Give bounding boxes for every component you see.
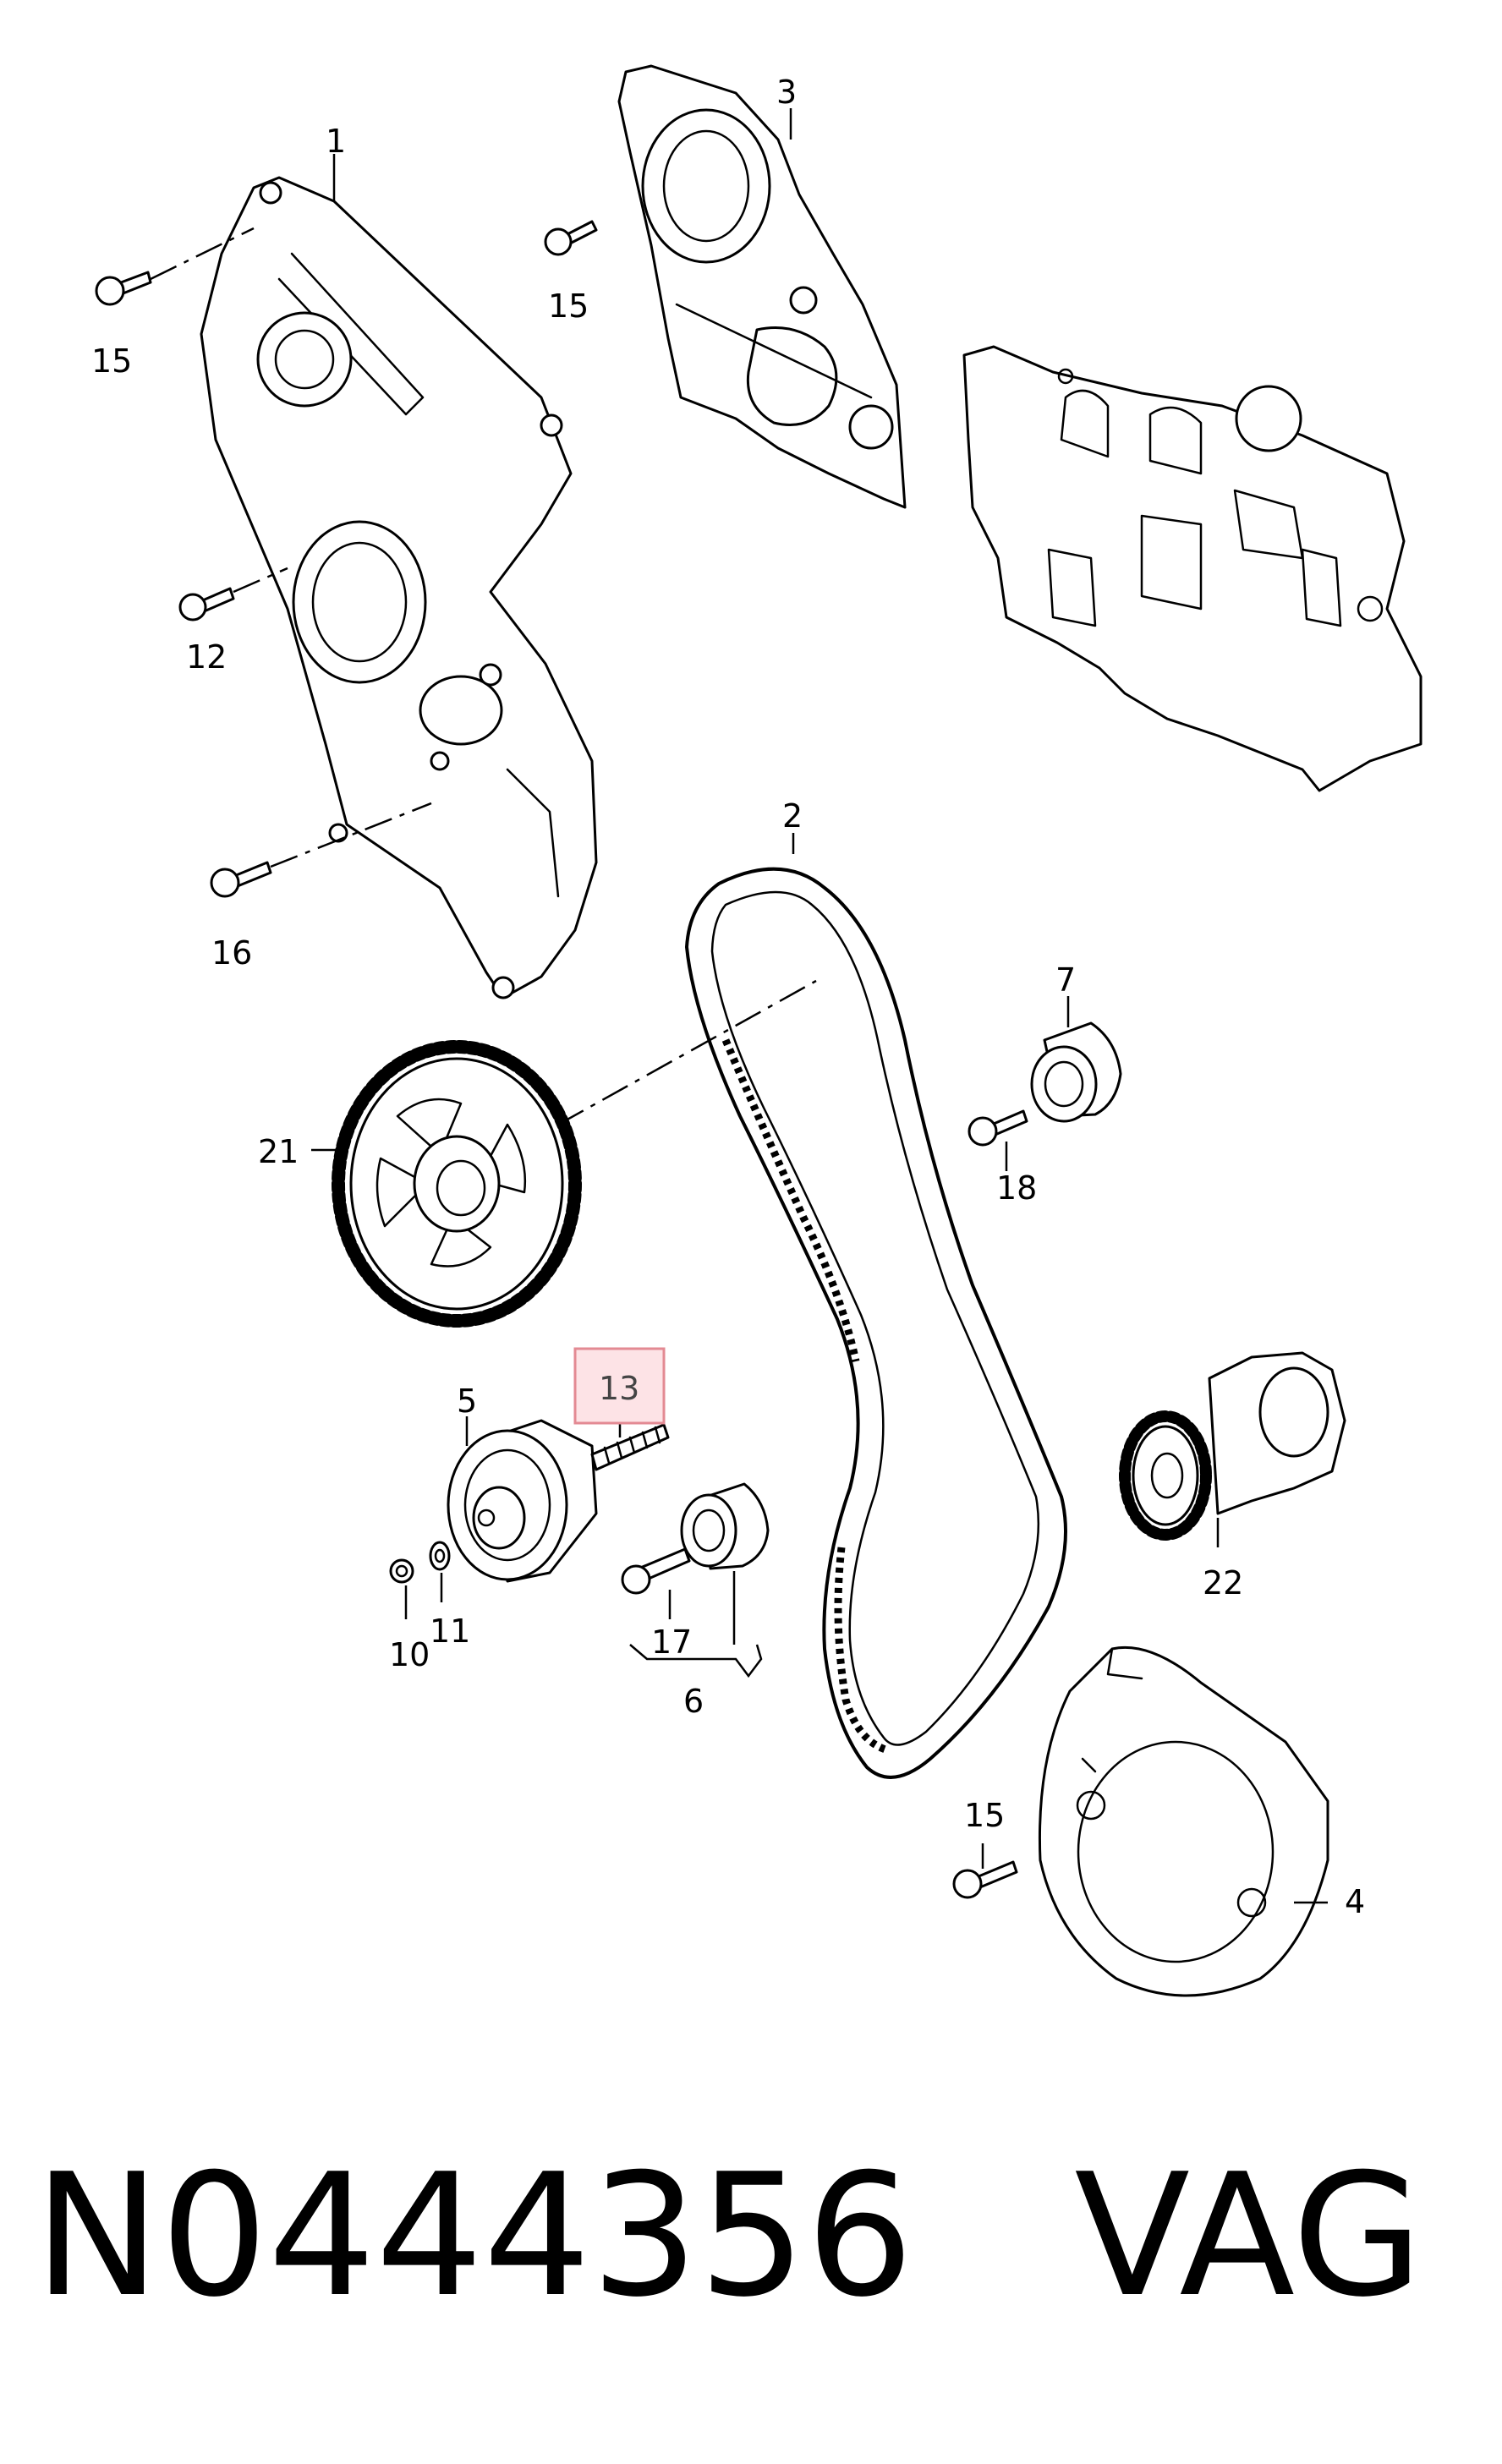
guide-roller [1030,1021,1122,1123]
front-timing-cover [200,176,598,999]
washer-hole [434,1548,446,1563]
brand-name: VAG [1074,2138,1423,2335]
assembly-line-12 [233,567,288,594]
camshaft-sprocket [332,1040,582,1328]
part-number: N0444356 [34,2138,914,2335]
bolt-15-top-left [95,271,152,306]
washer [429,1541,451,1571]
footer-caption: N0444356 VAG [34,2131,1472,2342]
label-11: 11 [430,1613,470,1650]
label-16: 16 [211,934,252,972]
label-10: 10 [389,1636,430,1673]
bolt-16 [210,861,272,898]
label-15-bottom: 15 [964,1797,1005,1834]
rear-cover-plate [1038,1645,1329,1997]
bolt-15-bottom [952,1860,1018,1899]
tensioner-pulley [447,1419,598,1583]
label-7: 7 [1055,961,1076,999]
bolt-18 [968,1109,1028,1147]
label-15-top-left: 15 [91,342,132,380]
engine-block [962,345,1423,792]
bolt-15-top-middle [544,220,598,256]
bolt-12 [178,587,235,621]
label-6: 6 [683,1683,704,1720]
label-22: 22 [1203,1564,1243,1602]
bracket-6 [629,1644,763,1678]
timing-belt [685,867,1067,1779]
highlight-box [573,1347,666,1425]
label-17: 17 [651,1624,692,1661]
stud-bolt [590,1423,670,1471]
rear-timing-cover [617,64,907,509]
idler-roller-kit [621,1482,770,1595]
label-5: 5 [457,1383,477,1420]
label-18: 18 [996,1169,1037,1207]
label-12: 12 [186,638,227,676]
label-21: 21 [258,1133,299,1170]
water-pump [1119,1351,1346,1541]
label-15-top-middle: 15 [548,287,589,325]
label-3: 3 [776,74,797,111]
assembly-line-15a [150,227,255,281]
nut [389,1558,414,1584]
label-4: 4 [1345,1883,1365,1920]
nut-hole [395,1564,408,1578]
label-13: 13 [599,1370,639,1407]
label-2: 2 [782,797,803,835]
label-1: 1 [326,123,346,160]
